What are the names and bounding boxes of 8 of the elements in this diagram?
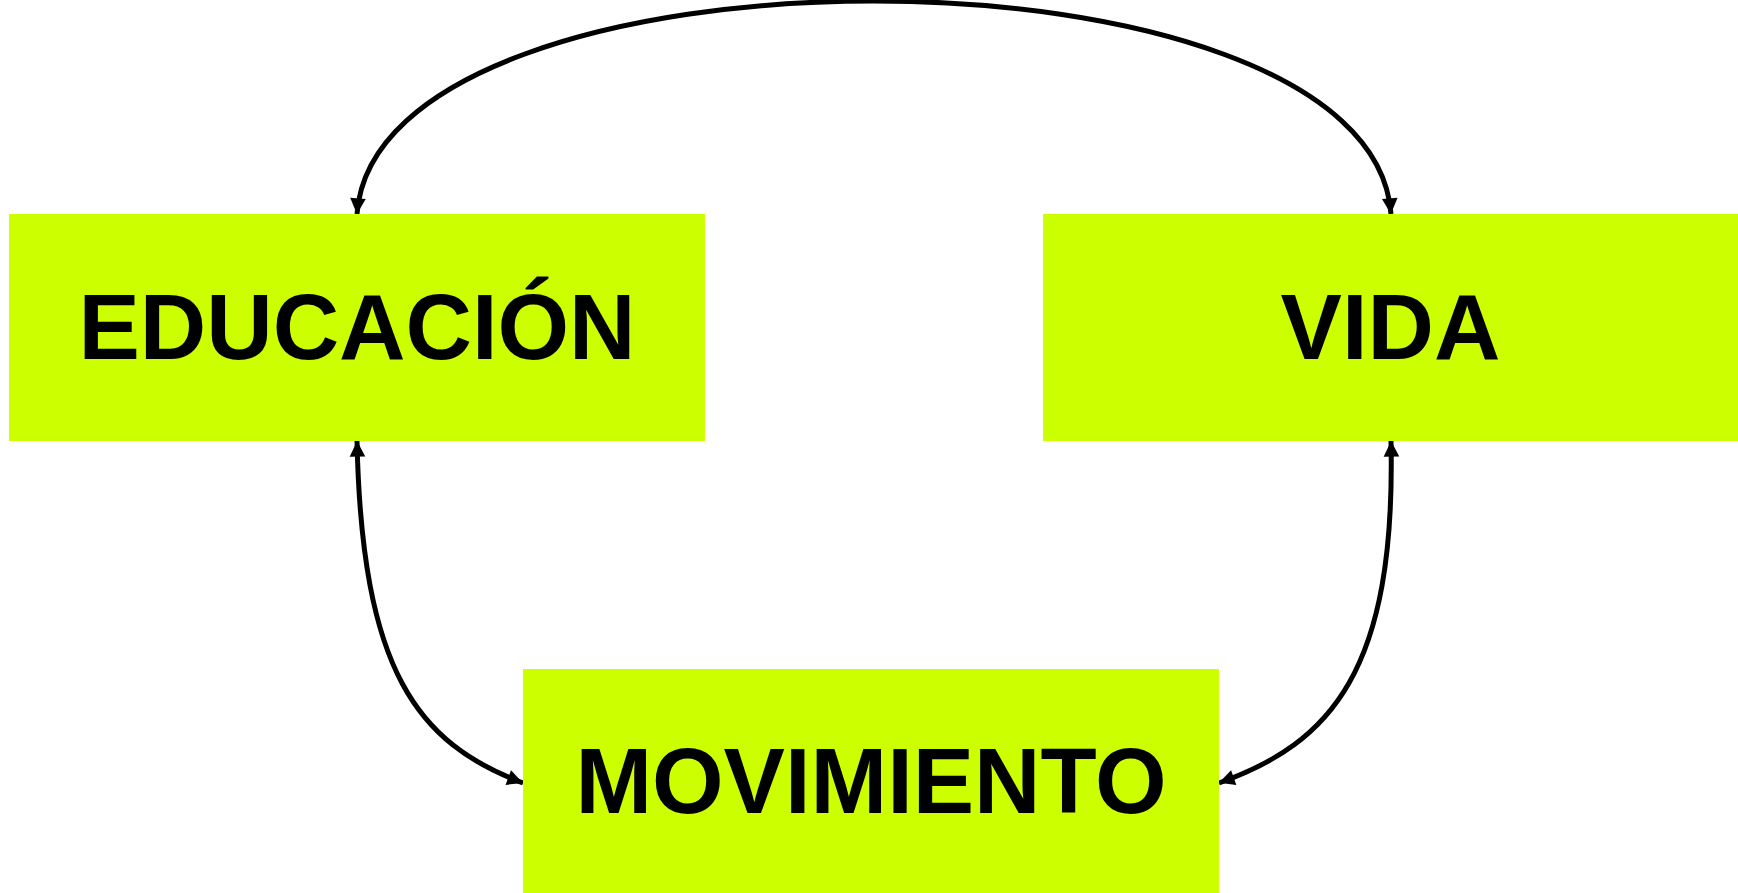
concept-box (1043, 214, 1738, 441)
concept-label: EDUCACIÓN (78, 275, 636, 380)
concept-label: MOVIMIENTO (575, 728, 1167, 834)
concept-box (9, 214, 705, 441)
double-arrow (350, 440, 524, 786)
concept-box (523, 669, 1219, 893)
concept-label: VIDA (1280, 275, 1501, 380)
double-arrow (1218, 441, 1399, 786)
